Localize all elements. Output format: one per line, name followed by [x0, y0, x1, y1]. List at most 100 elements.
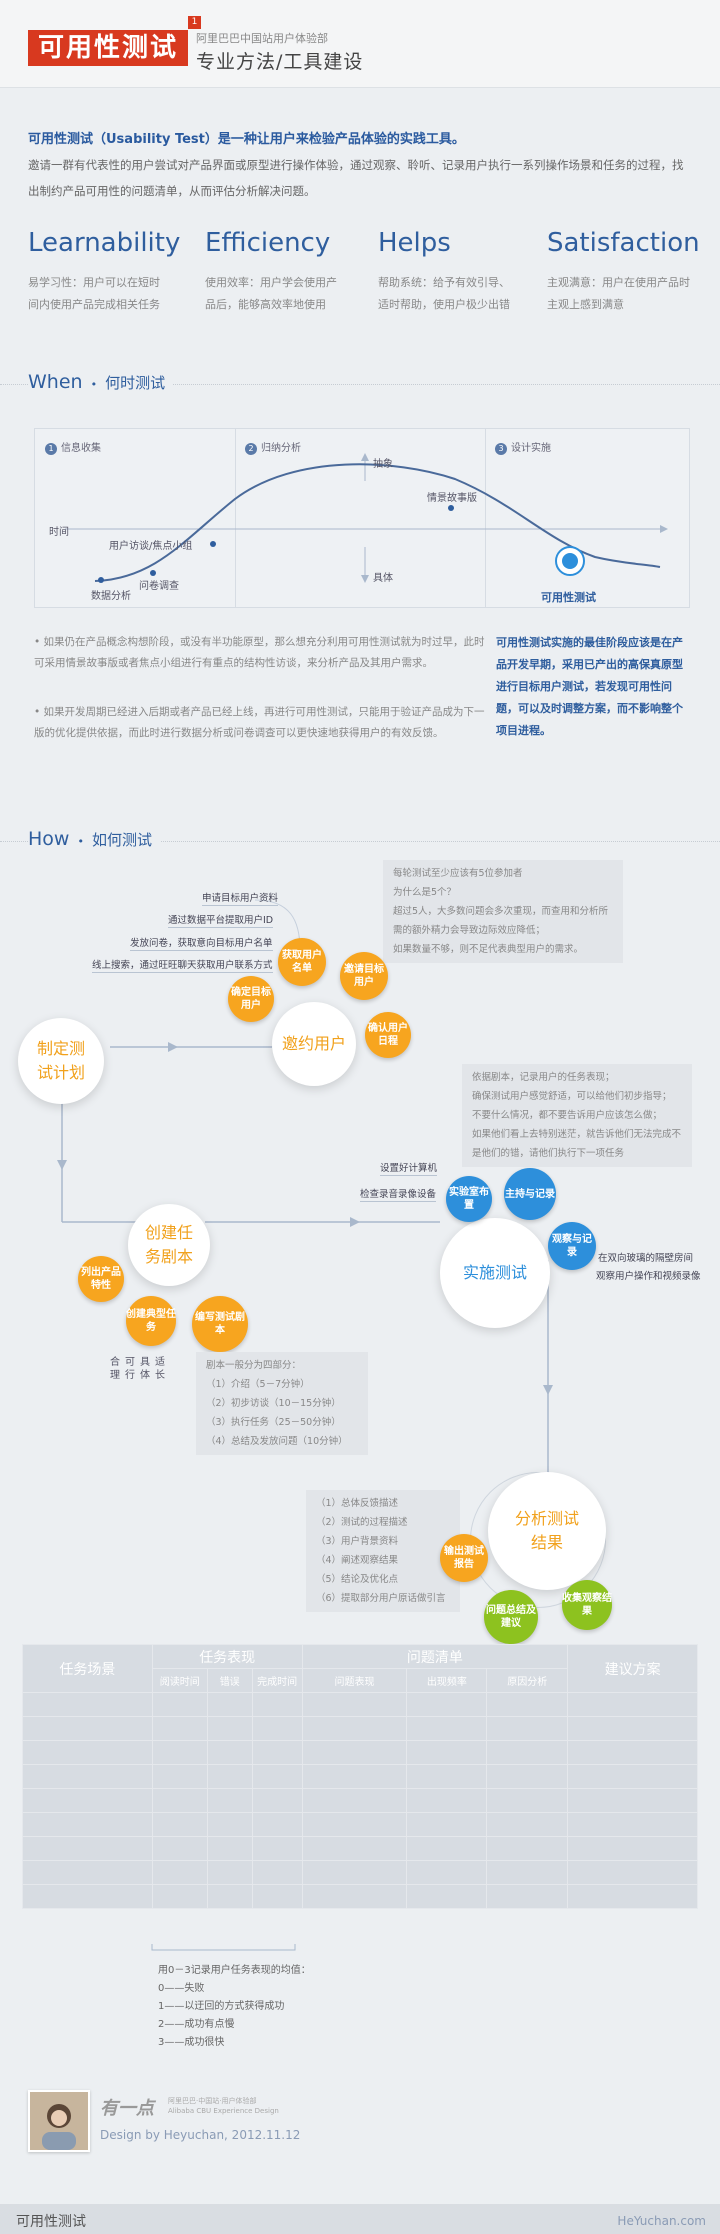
logo-badge: 1 [188, 16, 201, 29]
term-learnability: Learnability 易学习性：用户可以在短时 间内使用产品完成相关任务 [28, 228, 198, 316]
intro-body: 邀请一群有代表性的用户尝试对产品界面或原型进行操作体验，通过观察、聆听、记录用户… [28, 158, 684, 198]
invite-note: 每轮测试至少应该有5位参加者 为什么是5个？ 超过5人，大多数问题会多次重现，而… [383, 860, 623, 963]
note-line: 超过5人，大多数问题会多次重现，而查用和分析所需的额外精力会导致边际效应降低； [393, 906, 609, 936]
bullet-text: 如果开发周期已经进入后期或者产品已经上线，再进行可用性测试，只能用于验证产品成为… [34, 706, 485, 739]
storyboard-label: 情景故事版 [427, 493, 477, 504]
table-row [22, 1812, 698, 1837]
step-label: 制定测试计划 [36, 1039, 85, 1082]
term-name: Learnability [28, 228, 181, 258]
flow-arrow [350, 1217, 360, 1227]
point-interview [210, 541, 216, 547]
footer-site: HeYuchan.com [617, 2214, 706, 2228]
flow-arrow [543, 1385, 553, 1395]
flow-arrow [168, 1042, 178, 1052]
section-divider [0, 384, 720, 385]
column-divider [235, 429, 236, 607]
criteria-col: 具体 [140, 1356, 155, 1382]
how-flow-lines [57, 899, 553, 1480]
step-invite: 邀约用户 [272, 1002, 356, 1086]
when-highlight: 可用性测试实施的最佳阶段应该是在产品开发早期，采用已产出的高保真原型进行目标用户… [496, 636, 683, 737]
th-frequency: 出现频率 [406, 1668, 488, 1693]
table-row [22, 1836, 698, 1861]
criteria-char: 长 [155, 1370, 165, 1381]
exec-obs: 观察用户操作和视频录像 [596, 1271, 701, 1282]
note-line: 剧本一般分为四部分： [206, 1360, 302, 1371]
note-line: 确保测试用户感觉舒适，可以给他们初步指导； [472, 1091, 672, 1102]
point-storyboard [448, 505, 454, 511]
brand-sub: 阿里巴巴·中国站·用户体验部 [168, 2097, 257, 2105]
sub-summary: 问题总结及建议 [484, 1590, 538, 1644]
brand-en: Alibaba CBU Experience Design [168, 2107, 279, 2115]
concrete-label: 具体 [373, 573, 393, 584]
how-cn: 如何测试 [91, 831, 152, 849]
th-issue-desc: 问题表现 [301, 1668, 408, 1693]
brand-logo: 有一点 [100, 2098, 154, 2119]
criteria-char: 可 [125, 1357, 135, 1368]
bullet-text: 如果仍在产品概念构想阶段，或没有半功能原型，那么想充分利用可用性测试就为时过早，… [34, 636, 485, 669]
avatar [28, 2090, 90, 2152]
sub-get-list: 获取用户名单 [278, 938, 326, 986]
when-cn: 何时测试 [105, 374, 166, 392]
when-bullet-1: • 如果仍在产品概念构想阶段，或没有半功能原型，那么想充分利用可用性测试就为时过… [34, 636, 485, 669]
criteria-char: 具 [140, 1357, 150, 1368]
criteria-char: 理 [110, 1370, 120, 1381]
legend-line: 3——成功很快 [158, 2037, 225, 2048]
legend-bracket [151, 1944, 296, 1951]
note-line: （2）初步访谈（10－15分钟） [206, 1398, 341, 1409]
sub-lab-setup: 实验室布置 [446, 1176, 492, 1222]
note-line: 不要什么情况，都不要告诉用户应该怎么做； [472, 1110, 663, 1121]
table-row [22, 1788, 698, 1813]
when-curve-chart [65, 453, 668, 583]
note-line: （3）用户背景资料 [316, 1536, 399, 1547]
exec-item: 检查录音录像设备 [360, 1186, 437, 1202]
term-desc: 适时帮助，使用户极少出错 [378, 298, 510, 311]
criteria-char: 合 [110, 1357, 120, 1368]
term-name: Helps [378, 228, 451, 258]
th-read-time: 阅读时间 [151, 1668, 208, 1693]
design-credit: Design by Heyuchan, 2012.11.12 [100, 2128, 301, 2142]
sub-host-record: 主持与记录 [504, 1168, 556, 1220]
when-en: When [28, 371, 83, 393]
sub-invite-target: 邀请目标用户 [340, 952, 388, 1000]
note-line: 为什么是5个？ [393, 887, 457, 898]
note-line: 如果数量不够，则不足代表典型用户的需求。 [393, 944, 584, 955]
step-label: 实施测试 [462, 1263, 527, 1282]
table-row [22, 1884, 698, 1909]
sub-observe-record: 观察与记录 [548, 1222, 596, 1270]
sub-create-tasks: 创建典型任务 [126, 1296, 176, 1346]
how-title: How•如何测试 [28, 828, 160, 850]
concrete-arrowhead [361, 575, 369, 583]
when-bullet-2: • 如果开发周期已经进入后期或者产品已经上线，再进行可用性测试，只能用于验证产品… [34, 706, 485, 739]
logo: 可用性测试 [28, 30, 188, 66]
legend-line: 2——成功有点慢 [158, 2019, 235, 2030]
criteria-col: 合理 [110, 1356, 125, 1382]
term-desc: 易学习性：用户可以在短时 [28, 276, 160, 289]
note-line: （6）提取部分用户原话做引言 [316, 1593, 446, 1604]
step-label: 创建任务剧本 [144, 1223, 193, 1266]
step-number: 3 [495, 443, 507, 455]
page-subtitle: 专业方法/工具建设 [196, 51, 364, 73]
note-line: （4）阐述观察结果 [316, 1555, 399, 1566]
interview-label: 用户访谈/焦点小组 [109, 541, 193, 552]
th-advice: 建议方案 [567, 1644, 698, 1693]
th-cause: 原因分析 [486, 1668, 569, 1693]
result-table: 任务场景 任务表现 问题清单 建议方案 阅读时间 错误 完成时间 问题表现 出现… [22, 1644, 698, 1909]
table-row [22, 1860, 698, 1885]
term-name: Satisfaction [547, 228, 700, 258]
term-desc: 间内使用产品完成相关任务 [28, 298, 160, 311]
note-line: （5）结论及优化点 [316, 1574, 399, 1585]
footer-title: 可用性测试 [16, 2214, 86, 2230]
table-row [22, 1692, 698, 1717]
term-desc: 使用效率：用户学会使用产 [205, 276, 337, 289]
when-title: When•何时测试 [28, 371, 174, 393]
step-analyze: 分析测试结果 [488, 1472, 606, 1590]
step-label: 分析测试结果 [514, 1509, 579, 1552]
survey-label: 问卷调查 [139, 581, 179, 592]
abstract-arrowhead [361, 453, 369, 461]
sub-report: 输出测试报告 [440, 1534, 488, 1582]
exec-item: 设置好计算机 [380, 1160, 438, 1176]
step-number: 2 [245, 443, 257, 455]
